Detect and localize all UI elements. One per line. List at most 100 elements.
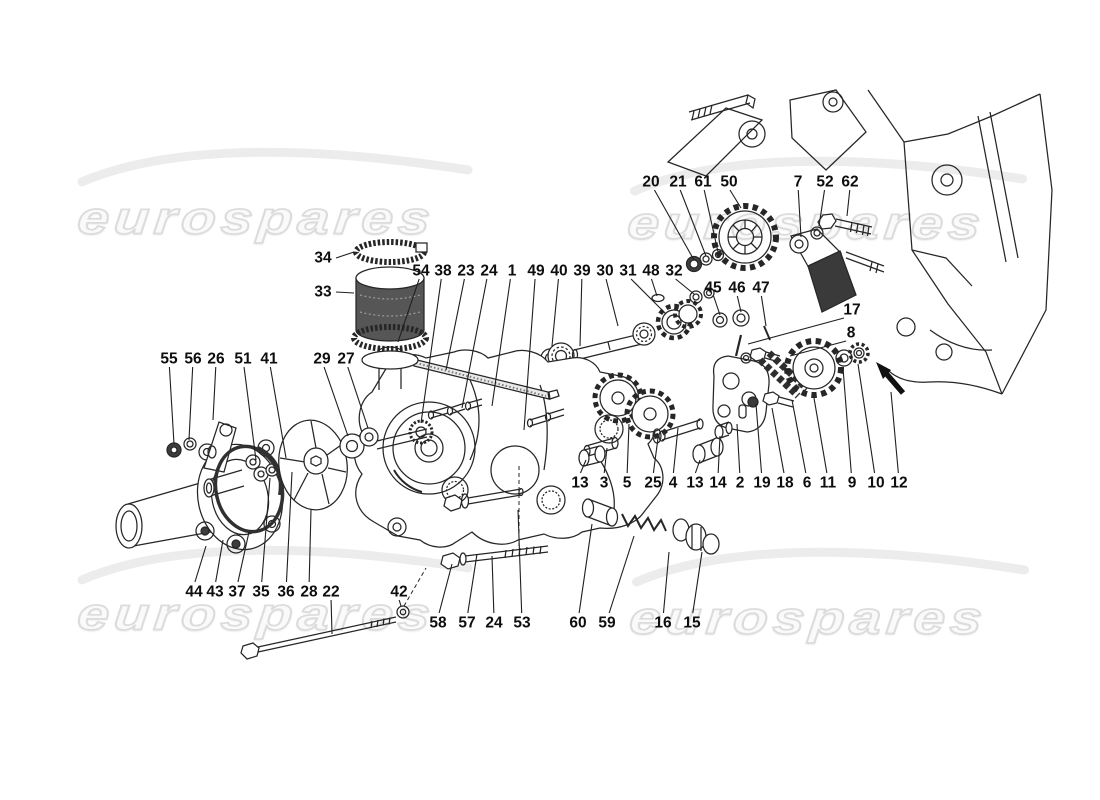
leader-line (168, 366, 175, 445)
leader-line (461, 278, 488, 409)
leader-line (398, 599, 402, 607)
leader-line (789, 340, 847, 357)
part-number-label: 47 (752, 280, 769, 297)
part-number-label: 10 (867, 475, 884, 492)
part-number-label: 3 (600, 475, 609, 492)
leader-line (269, 366, 287, 459)
part-number-label: 44 (185, 584, 203, 601)
leader-line (747, 317, 845, 345)
part-number-label: 11 (820, 475, 837, 492)
part-number-label: 17 (843, 302, 860, 319)
leader-line (675, 278, 695, 295)
part-number-label: 15 (683, 615, 701, 632)
leader-line (579, 278, 583, 347)
part-number-label: 49 (527, 263, 545, 280)
leader-line (857, 363, 876, 474)
leader-line (215, 539, 224, 583)
part-number-label: 13 (686, 475, 704, 492)
part-number-label: 45 (704, 280, 722, 297)
leader-line (335, 291, 355, 294)
part-number-label: 36 (277, 584, 295, 601)
leader-line (797, 189, 802, 238)
part-number-label: 60 (569, 615, 586, 632)
part-number-label: 29 (313, 351, 331, 368)
leader-line (420, 278, 442, 424)
leader-line (517, 509, 523, 614)
part-number-label: 16 (654, 615, 672, 632)
leader-line (491, 555, 495, 614)
leader-line (243, 366, 257, 461)
leader-line (760, 295, 767, 327)
part-number-label: 21 (669, 174, 687, 191)
part-number-label: 12 (890, 475, 907, 492)
leader-line (323, 366, 349, 437)
engine-block-art (666, 89, 1053, 395)
leader-line (679, 189, 707, 257)
part-number-label: 62 (841, 174, 858, 191)
leader-line (652, 437, 659, 474)
leader-line (438, 563, 453, 614)
part-number-label: 28 (300, 584, 318, 601)
part-number-label: 25 (644, 475, 662, 492)
part-number-label: 52 (816, 174, 833, 191)
part-number-label: 48 (642, 263, 660, 280)
part-number-label: 30 (596, 263, 613, 280)
part-number-label: 1 (508, 263, 517, 280)
part-number-label: 24 (485, 615, 503, 632)
part-number-label: 55 (160, 351, 178, 368)
leader-line (890, 391, 899, 474)
part-number-label: 6 (803, 475, 812, 492)
leader-line (194, 545, 207, 583)
leader-line (713, 295, 721, 316)
leader-line (653, 189, 695, 261)
leader-line (347, 366, 369, 429)
part-number-label: 5 (623, 475, 632, 492)
leader-line (672, 427, 679, 474)
part-number-label: 37 (228, 584, 245, 601)
part-number-label: 4 (669, 475, 678, 492)
leader-line (694, 459, 701, 474)
timing-sprocket-art (685, 203, 779, 273)
leader-line (818, 189, 826, 227)
part-number-label: 20 (642, 174, 659, 191)
leader-line (578, 523, 593, 614)
part-number-label: 43 (206, 584, 224, 601)
part-number-label: 19 (753, 475, 771, 492)
leader-line (551, 278, 559, 347)
leader-line (736, 295, 742, 313)
leader-line (846, 189, 851, 217)
part-number-label: 40 (550, 263, 567, 280)
leader-line (491, 278, 511, 407)
leader-line (467, 553, 478, 614)
leader-line (397, 278, 420, 343)
oil-pump-cover-art (712, 334, 906, 433)
part-number-label: 2 (736, 475, 745, 492)
part-number-label: 58 (429, 615, 447, 632)
part-number-label: 39 (573, 263, 591, 280)
part-number-label: 57 (458, 615, 475, 632)
leader-line (736, 423, 741, 474)
leader-line (579, 459, 587, 474)
oil-pump-gears-art (578, 372, 733, 467)
part-number-label: 61 (694, 174, 712, 191)
part-number-label: 53 (513, 615, 531, 632)
leader-line (791, 399, 807, 474)
part-number-label: 9 (848, 475, 857, 492)
leader-line (523, 278, 536, 431)
leader-line (813, 397, 828, 474)
part-number-label: 34 (314, 250, 332, 267)
leader-line (662, 551, 670, 614)
leader-line (445, 278, 465, 371)
leader-line (717, 435, 721, 474)
leader-line (771, 407, 785, 474)
part-number-label: 13 (571, 475, 589, 492)
part-number-label: 31 (619, 263, 637, 280)
leader-line (330, 599, 333, 635)
part-number-label: 51 (234, 351, 252, 368)
part-number-label: 32 (665, 263, 682, 280)
part-number-label: 41 (260, 351, 278, 368)
part-number-label: 54 (412, 263, 430, 280)
part-number-label: 59 (598, 615, 616, 632)
